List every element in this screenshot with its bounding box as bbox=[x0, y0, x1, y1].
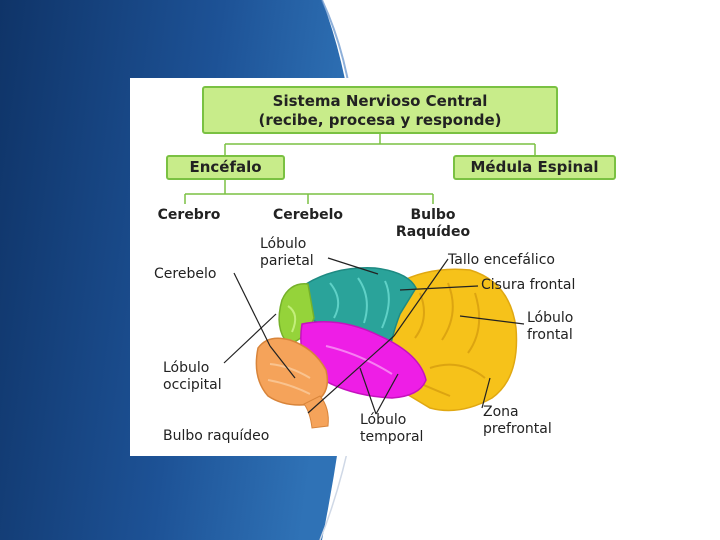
label-cerebelo: Cerebelo bbox=[154, 266, 216, 283]
label-lobulo-parietal-line1: Lóbulo bbox=[260, 236, 314, 253]
label-lobulo-occipital: Lóbulo occipital bbox=[163, 360, 222, 394]
label-lobulo-temporal: Lóbulo temporal bbox=[360, 412, 423, 446]
label-lobulo-frontal-line2: frontal bbox=[527, 327, 573, 344]
label-bulbo-raquideo: Bulbo raquídeo bbox=[163, 428, 269, 445]
label-cisura-frontal: Cisura frontal bbox=[481, 277, 575, 294]
label-tallo-encefalico: Tallo encefálico bbox=[448, 252, 555, 269]
label-lobulo-temporal-line2: temporal bbox=[360, 429, 423, 446]
label-zona-prefrontal: Zona prefrontal bbox=[483, 404, 552, 438]
label-lobulo-occipital-line1: Lóbulo bbox=[163, 360, 222, 377]
label-lobulo-parietal-line2: parietal bbox=[260, 253, 314, 270]
label-zona-prefrontal-line2: prefrontal bbox=[483, 421, 552, 438]
nervous-system-figure: Sistema Nervioso Central (recibe, proces… bbox=[130, 78, 630, 456]
label-lobulo-frontal-line1: Lóbulo bbox=[527, 310, 573, 327]
label-lobulo-temporal-line1: Lóbulo bbox=[360, 412, 423, 429]
label-lobulo-frontal: Lóbulo frontal bbox=[527, 310, 573, 344]
label-zona-prefrontal-line1: Zona bbox=[483, 404, 552, 421]
label-lobulo-occipital-line2: occipital bbox=[163, 377, 222, 394]
label-lobulo-parietal: Lóbulo parietal bbox=[260, 236, 314, 270]
